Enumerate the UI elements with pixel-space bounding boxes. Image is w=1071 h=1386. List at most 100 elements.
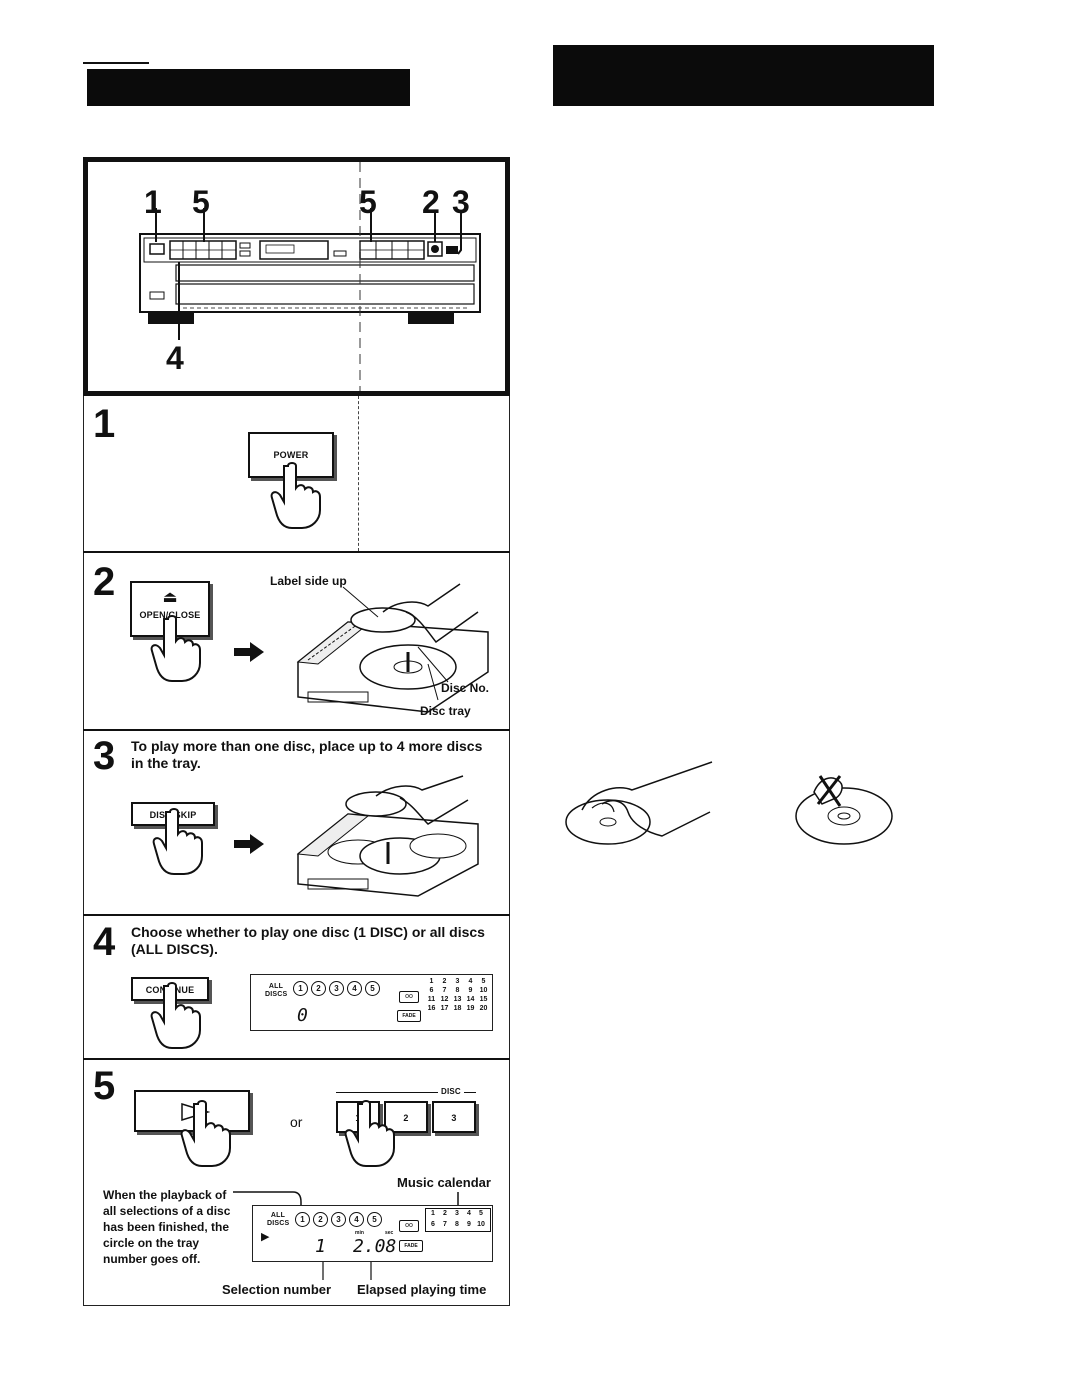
disc-tray-text: Disc tray: [420, 704, 471, 718]
step-2-number: 2: [93, 560, 116, 604]
hand-press-icon-5b: [344, 1100, 395, 1167]
left-title-bar: [87, 69, 410, 106]
calendar-number: 9: [468, 987, 473, 994]
tray-indicator: 2: [311, 981, 326, 996]
tray-multi-disc-illustration: [296, 775, 479, 897]
header-rule: [83, 62, 149, 64]
calendar-number: 8: [455, 1220, 459, 1228]
calendar-number: 1: [429, 978, 434, 985]
step-5-display: ALL DISCS ▶ 1 2 3 4 5 min sec oo FADE 1 …: [252, 1205, 493, 1262]
calendar-number: 2: [443, 1210, 447, 1217]
elapsed-time-readout: 2.08: [353, 1236, 397, 1257]
hand-press-icon-4: [150, 982, 201, 1049]
tray-loading-illustration: [296, 583, 489, 713]
tray-indicator: 4: [347, 981, 362, 996]
cd-player-front-illustration: [139, 162, 481, 391]
music-calendar-text: Music calendar: [397, 1175, 491, 1190]
calendar-number: 9: [467, 1220, 471, 1228]
selection-number-text: Selection number: [222, 1282, 332, 1297]
tray-indicator: 3: [329, 981, 344, 996]
calendar-number: 4: [467, 1210, 471, 1217]
calendar-number: 11: [427, 996, 436, 1003]
open-close-label: OPEN/CLOSE: [139, 610, 201, 620]
calendar-number: 18: [453, 1005, 462, 1012]
elapsed-time-text: Elapsed playing time: [357, 1282, 487, 1297]
all-discs-indicator: ALL DISCS: [267, 1212, 290, 1227]
hold-disc-incorrectly-illustration: [795, 775, 893, 845]
eject-icon: ⏏: [162, 589, 178, 606]
calendar-number: 10: [477, 1220, 485, 1228]
step-4-display: ALL DISCS 1 2 3 4 5 oo FADE 0 1 2 3 4 5 …: [250, 974, 493, 1031]
calendar-number: 20: [479, 1005, 488, 1012]
tray-indicator: 3: [331, 1212, 346, 1227]
disc-2-button[interactable]: 2: [384, 1101, 428, 1133]
calendar-number: 4: [468, 978, 473, 985]
step-1-number: 1: [93, 402, 116, 446]
fade-indicator: FADE: [397, 1010, 421, 1022]
calendar-number: 3: [455, 1210, 459, 1217]
calendar-number: 2: [442, 978, 447, 985]
step-3-number: 3: [93, 734, 116, 778]
fade-indicator: FADE: [399, 1240, 423, 1252]
callout-1: 1: [144, 184, 162, 220]
cassette-icon: oo: [399, 991, 419, 1003]
disc-group-label: DISC: [441, 1087, 461, 1096]
callout-3: 3: [452, 184, 470, 220]
cassette-icon: oo: [399, 1220, 419, 1232]
fade-label: FADE: [402, 1013, 416, 1019]
tray-indicator: 1: [293, 981, 308, 996]
divider-2: [83, 729, 510, 731]
divider-1: [83, 551, 510, 553]
play-button[interactable]: [134, 1090, 250, 1132]
calendar-number: 19: [466, 1005, 475, 1012]
tray-indicator: 1: [295, 1212, 310, 1227]
player-diagram-panel: 1 5 5 2 3 4: [83, 157, 510, 396]
selection-number-readout: 1: [315, 1236, 326, 1257]
callout-5a: 5: [192, 184, 210, 220]
calendar-number: 12: [440, 996, 449, 1003]
calendar-number: 13: [453, 996, 462, 1003]
calendar-number: 5: [481, 978, 486, 985]
tray-indicator: 4: [349, 1212, 364, 1227]
divider-4: [83, 1058, 510, 1060]
step-4-number: 4: [93, 920, 116, 964]
calendar-number: 3: [455, 978, 460, 985]
tray-indicator: 5: [365, 981, 380, 996]
disc-no-text: Disc No.: [441, 681, 490, 695]
calendar-number: 6: [429, 987, 434, 994]
label-side-up-text: Label side up: [270, 574, 347, 588]
calendar-number: 17: [440, 1005, 449, 1012]
disc-2-label: 2: [403, 1113, 409, 1123]
arrow-right-icon-2: [234, 642, 264, 662]
calendar-number: 14: [466, 996, 475, 1003]
calendar-number: 1: [431, 1210, 435, 1217]
calendar-number: 16: [427, 1005, 436, 1012]
tray-indicator: 5: [367, 1212, 382, 1227]
tray-indicator: 2: [313, 1212, 328, 1227]
right-title-bar: [553, 45, 934, 106]
hand-press-icon-2: [150, 615, 201, 682]
power-button-label: POWER: [273, 450, 309, 460]
hold-disc-correctly-illustration: [565, 761, 713, 845]
disc-3-label: 3: [451, 1113, 457, 1123]
calendar-number: 5: [479, 1210, 483, 1217]
music-calendar-grid: 1 2 3 4 5 6 7 8 9 10 11 12 13 14 15 16 1…: [425, 978, 491, 1012]
disc-3-button[interactable]: 3: [432, 1101, 476, 1133]
step-4-selection-readout: 0: [297, 1005, 308, 1026]
disc-group-line: [336, 1092, 438, 1093]
tray-indicators: 1 2 3 4 5: [295, 1212, 382, 1227]
callout-4: 4: [166, 340, 184, 376]
calendar-number: 7: [442, 987, 447, 994]
min-label: min: [355, 1230, 364, 1236]
calendar-number: 10: [479, 987, 488, 994]
fade-label: FADE: [404, 1243, 418, 1249]
arrow-right-icon-3: [234, 834, 264, 854]
hand-press-icon-1: [270, 462, 321, 529]
tray-indicators: 1 2 3 4 5: [293, 981, 380, 996]
guide-dash: [358, 396, 359, 551]
step-5-number: 5: [93, 1064, 116, 1108]
step-4-text: Choose whether to play one disc (1 DISC)…: [131, 924, 485, 957]
or-text: or: [290, 1114, 303, 1130]
divider-3: [83, 914, 510, 916]
calendar-number: 8: [455, 987, 460, 994]
